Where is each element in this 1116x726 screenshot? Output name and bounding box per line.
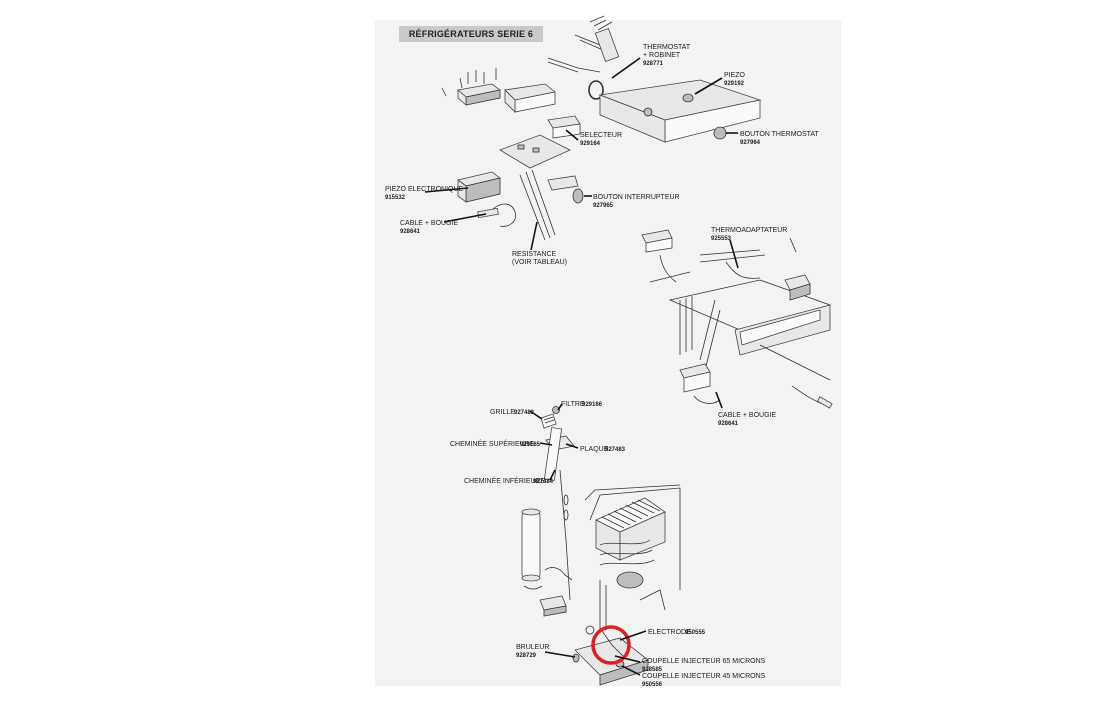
label-resistance-note: (VOIR TABLEAU) <box>512 259 567 266</box>
label-cheminee-superieure: CHEMINÉE SUPÉRIEURE <box>450 439 535 448</box>
label-thermostat-robinet: + ROBINET <box>643 52 681 59</box>
label-piezo: PIEZO <box>724 72 746 79</box>
label-plaque: PLAQUE <box>580 446 609 453</box>
code-thermostat: 928771 <box>643 61 664 67</box>
label-bouton-thermostat: BOUTON THERMOSTAT <box>740 131 820 138</box>
code-cheminee-superieure: 929165 <box>520 442 541 448</box>
label-electrode: ELECTRODE <box>648 629 691 636</box>
label-coupelle-65: COUPELLE INJECTEUR 65 MICRONS <box>642 658 766 665</box>
label-resistance: RESISTANCE <box>512 251 557 258</box>
code-filtre: 929166 <box>582 402 603 408</box>
code-electrode: 950555 <box>685 630 706 636</box>
label-cable-bougie-right: CABLE + BOUGIE <box>718 412 776 419</box>
code-piezo: 929192 <box>724 81 745 87</box>
label-cheminee-inferieure: CHEMINÉE INFÉRIEURE <box>464 476 546 485</box>
label-selecteur: SELECTEUR <box>580 132 622 139</box>
code-cheminee-inferieure: 927484 <box>533 479 554 485</box>
code-cable-bougie-top: 928641 <box>400 229 421 235</box>
label-cable-bougie-top: CABLE + BOUGIE <box>400 220 458 227</box>
electrode-highlight-circle <box>591 625 631 665</box>
code-selecteur: 929164 <box>580 141 601 147</box>
page-title: RÉFRIGÉRATEURS SERIE 6 <box>399 26 543 42</box>
code-thermoadaptateur: 925553 <box>711 236 732 242</box>
diagram-sheet <box>375 20 841 686</box>
control-panel-assembly <box>441 15 762 241</box>
thermoadaptateur-assembly <box>641 229 833 409</box>
label-coupelle-45: COUPELLE INJECTEUR 45 MICRONS <box>642 673 766 680</box>
code-coupelle-65: 928585 <box>642 667 663 673</box>
code-bruleur: 928729 <box>516 653 537 659</box>
label-bruleur: BRULEUR <box>516 644 549 651</box>
code-cable-bougie-right: 928641 <box>718 421 739 427</box>
label-piezo-electronique: PIEZO ELECTRONIQUE <box>385 186 464 193</box>
label-bouton-interrupteur: BOUTON INTERRUPTEUR <box>593 194 680 201</box>
label-thermostat: THERMOSTAT <box>643 44 691 51</box>
code-coupelle-45: 950556 <box>642 682 663 688</box>
label-grille: GRILLE <box>490 409 515 416</box>
part-labels: THERMOSTAT + ROBINET 928771 PIEZO 929192… <box>385 44 820 688</box>
label-thermoadaptateur: THERMOADAPTATEUR <box>711 227 787 234</box>
label-filtre: FILTRE <box>561 401 585 408</box>
code-plaque: 927483 <box>605 447 626 453</box>
code-piezo-electronique: 915532 <box>385 195 406 201</box>
leader-lines <box>424 57 739 676</box>
code-bouton-thermostat: 927964 <box>740 140 761 146</box>
code-grille: 927482 <box>514 410 535 416</box>
code-bouton-interrupteur: 927965 <box>593 203 614 209</box>
